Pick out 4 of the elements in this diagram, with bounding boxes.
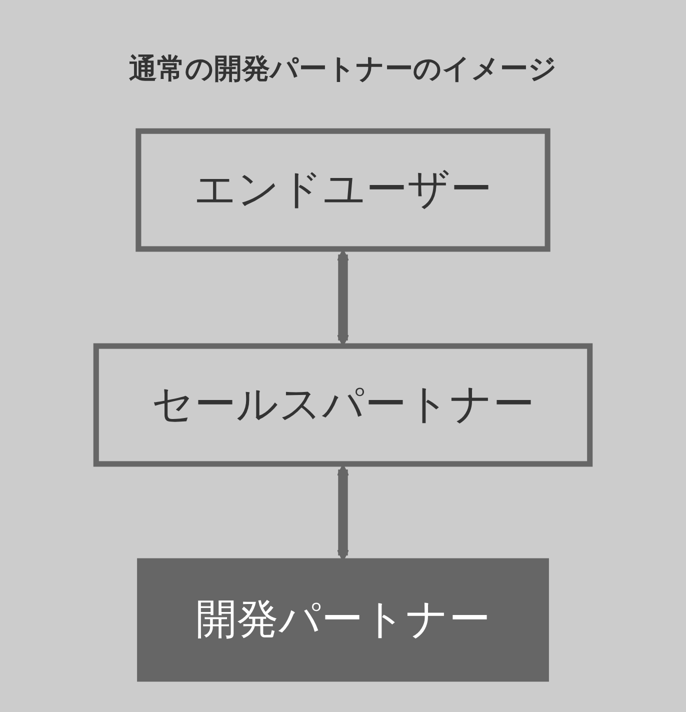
diagram-title: 通常の開発パートナーのイメージ [128,51,558,87]
node-box: 開発パートナー [137,558,549,682]
node-box: エンドユーザー [136,128,550,252]
node-box: セールスパートナー [93,343,593,467]
